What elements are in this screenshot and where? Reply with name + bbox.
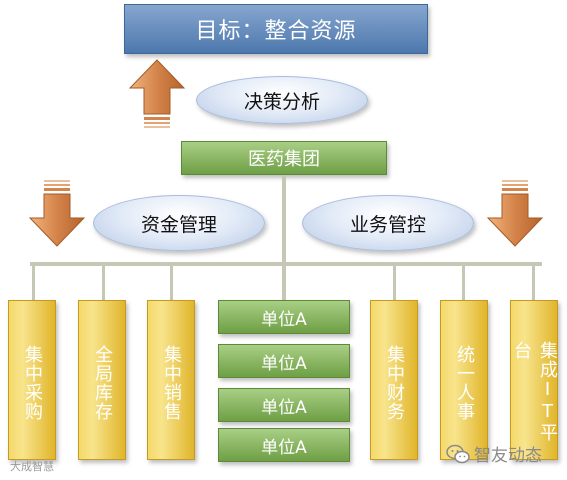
wechat-icon [446,444,470,463]
centralized-procurement-box: 集中采购 [8,300,56,460]
unit-text: 单位A [261,309,307,330]
unit-box: 单位A [218,300,350,334]
down-arrow-icon [28,180,86,247]
centralized-sales-text: 集中销售 [161,345,182,421]
decision-analysis-text: 决策分析 [243,90,320,113]
pharma-group-text: 医药集团 [248,149,320,170]
goal-text: 目标：整合资源 [195,19,357,44]
unified-hr-box: 统一人事 [440,300,488,460]
branch-connector [393,262,396,300]
branch-connector [532,262,535,300]
centralized-finance-text: 集中财务 [384,345,405,421]
unit-box: 单位A [218,388,350,422]
decision-analysis-oval: 决策分析 [196,76,368,124]
unit-box: 单位A [218,344,350,378]
centralized-sales-box: 集中销售 [147,300,195,460]
watermark-left: 大成智慧 [10,458,54,474]
unit-text: 单位A [261,353,307,374]
branch-connector [102,262,105,300]
branch-connector [282,262,286,300]
watermark-right: 智友动态 [446,441,542,466]
integrated-it-platform-box: 集成IT平台 [510,300,558,460]
funds-management-oval: 资金管理 [93,195,265,251]
goal-banner: 目标：整合资源 [124,4,428,54]
business-control-text: 业务管控 [349,213,426,236]
branch-connector [462,262,465,300]
centralized-finance-box: 集中财务 [370,300,418,460]
branch-connector [170,262,173,300]
global-inventory-text: 全局库存 [92,345,113,421]
down-arrow-icon [486,180,544,247]
watermark-right-text: 智友动态 [474,446,542,466]
centralized-procurement-text: 集中采购 [22,345,43,421]
unit-box: 单位A [218,428,350,462]
business-control-oval: 业务管控 [302,195,474,251]
branch-connector [32,262,35,300]
up-arrow-icon [128,59,186,128]
unit-text: 单位A [261,397,307,418]
branch-bar [30,262,542,266]
funds-management-text: 资金管理 [140,213,217,236]
unit-text: 单位A [261,437,307,458]
trunk-connector [282,175,286,265]
integrated-it-platform-text: 集成IT平台 [511,341,558,442]
pharma-group-box: 医药集团 [181,141,387,175]
watermark-left-text: 大成智慧 [10,460,54,473]
unified-hr-text: 统一人事 [454,345,475,421]
global-inventory-box: 全局库存 [78,300,126,460]
